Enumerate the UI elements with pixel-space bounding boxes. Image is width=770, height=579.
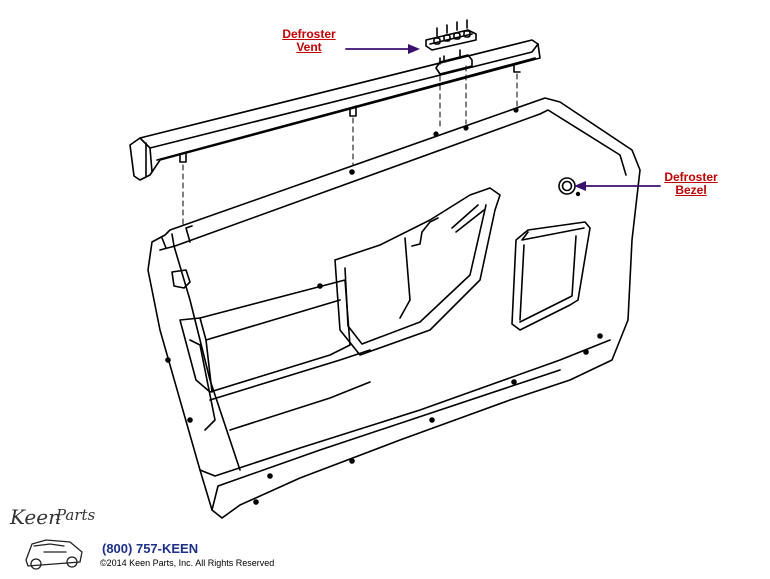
phone-number: (800) 757-KEEN [102,541,199,556]
svg-text:Parts: Parts [55,506,96,524]
door-panel [147,97,641,519]
defroster-vent-label-line1: Defroster [282,27,336,41]
assembly-lines [182,65,518,229]
defroster-bezel-label-line1: Defroster [664,170,718,184]
callout-arrows [345,44,661,191]
keen-parts-logo: Keen Parts [9,505,96,570]
defroster-vent-strip [129,39,541,181]
car-logo-icon [25,539,83,570]
defroster-vent-link[interactable]: Defroster Vent [276,28,342,54]
defroster-bezel-label-line2: Bezel [675,183,707,197]
copyright-text: ©2014 Keen Parts, Inc. All Rights Reserv… [100,558,275,568]
defroster-vent-grille [425,19,477,51]
defroster-vent-label-line2: Vent [296,40,322,54]
logo-text: Keen [9,505,61,529]
defroster-bezel-link[interactable]: Defroster Bezel [657,171,725,197]
